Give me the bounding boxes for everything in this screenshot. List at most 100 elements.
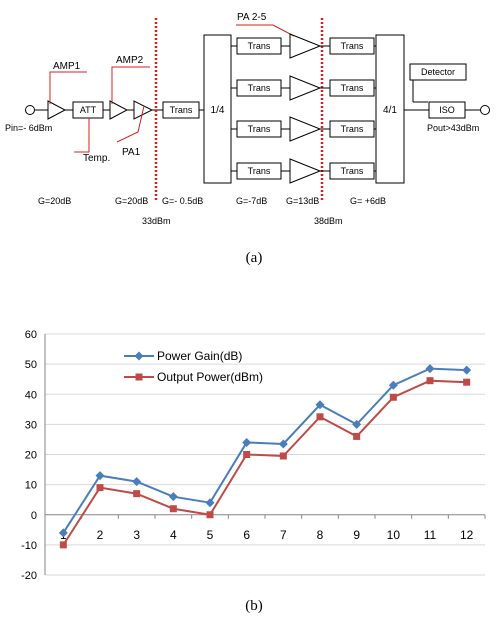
x-tick-label: 12 <box>460 528 474 542</box>
y-tick-label: 50 <box>25 359 37 371</box>
series-line-2 <box>62 379 467 546</box>
level-label-33dbm: 33dBm <box>142 216 171 226</box>
pa1-label: PA1 <box>122 147 141 158</box>
trans-label-pre-3: Trans <box>248 124 271 134</box>
series-2-point <box>206 511 214 519</box>
series-2-point <box>96 484 104 492</box>
legend-label-1: Power Gain(dB) <box>157 349 242 363</box>
series-2-point <box>243 451 251 458</box>
pa-triangle-3 <box>289 75 322 101</box>
series-2-point <box>279 452 287 460</box>
series-1-point <box>462 365 472 375</box>
trans-label-post-2: Trans <box>341 83 364 93</box>
x-tick-label: 7 <box>280 528 287 542</box>
series-2-point <box>426 377 434 385</box>
caption-b: (b) <box>245 598 263 614</box>
x-tick-label: 6 <box>243 528 250 542</box>
temp-label: Temp. <box>83 153 110 164</box>
pin-label: Pin=- 6dBm <box>5 123 52 133</box>
trans-label-post-4: Trans <box>341 166 364 176</box>
output-port <box>480 105 490 115</box>
series-2-point <box>353 432 361 440</box>
amp1-triangle <box>47 100 67 120</box>
amp2-label: AMP2 <box>116 55 144 66</box>
series-1-point <box>205 498 215 508</box>
x-tick-label: 11 <box>424 528 437 542</box>
series-1-point <box>168 492 178 502</box>
y-tick-label: -10 <box>21 540 37 552</box>
trans-label-input: Trans <box>170 105 193 115</box>
amp1-pointer <box>49 71 87 104</box>
trans-label-pre-1: Trans <box>248 41 271 51</box>
trans-label-post-1: Trans <box>341 41 364 51</box>
y-tick-label: 10 <box>25 480 37 492</box>
gain-label-combiner: G= +6dB <box>350 196 386 206</box>
combiner-label: 4/1 <box>383 105 397 116</box>
gain-label-amp1: G=20dB <box>38 196 71 206</box>
pa25-pointer <box>236 24 295 37</box>
gain-label-pa1: G=20dB <box>115 196 148 206</box>
splitter-label: 1/4 <box>211 105 225 116</box>
series-1-point <box>242 437 252 447</box>
series-1-point <box>132 477 142 487</box>
x-tick-label: 8 <box>317 528 324 542</box>
iso-label: ISO <box>439 105 455 115</box>
legend-marker-2 <box>135 373 143 381</box>
series-2-point <box>169 505 177 513</box>
series-2-point <box>316 413 324 421</box>
pa25-label: PA 2-5 <box>237 12 267 23</box>
caption-a: (a) <box>246 250 263 266</box>
gain-label-pa25: G=13dB <box>286 196 319 206</box>
series-2-point <box>463 378 471 386</box>
series-1-point <box>278 439 288 449</box>
detector-label: Detector <box>421 67 455 77</box>
y-tick-label: -20 <box>21 570 37 582</box>
series-line-1 <box>62 367 467 534</box>
legend-marker-1 <box>134 351 144 361</box>
gain-label-trans: G=- 0.5dB <box>162 196 203 206</box>
x-tick-label: 5 <box>207 528 214 542</box>
series-1-point <box>388 380 398 390</box>
att-label: ATT <box>80 105 97 115</box>
pa-triangle-2 <box>289 33 322 59</box>
detector-box <box>409 63 467 81</box>
x-tick-label: 3 <box>133 528 140 542</box>
splitter-box <box>203 34 232 184</box>
pa-triangle-4 <box>289 116 322 142</box>
series-2-point <box>59 541 67 549</box>
temp-pointer <box>74 118 90 153</box>
x-tick-label: 9 <box>353 528 360 542</box>
y-tick-label: 30 <box>25 419 37 431</box>
series-1-point <box>95 471 105 481</box>
pa-triangle-5 <box>289 158 322 184</box>
trans-label-post-3: Trans <box>341 124 364 134</box>
level-label-38dbm: 38dBm <box>314 216 343 226</box>
combiner-box <box>375 34 405 184</box>
pa1-triangle <box>133 100 154 120</box>
series-1-point <box>425 364 435 374</box>
series-1-point <box>315 400 325 410</box>
x-tick-label: 10 <box>387 528 401 542</box>
trans-label-pre-2: Trans <box>248 83 271 93</box>
y-tick-label: 60 <box>25 329 37 341</box>
amp2-pointer <box>111 66 150 104</box>
x-tick-label: 4 <box>170 528 177 542</box>
gain-label-splitter: G=-7dB <box>236 196 267 206</box>
x-tick-label: 2 <box>97 528 104 542</box>
pa1-pointer <box>116 105 145 143</box>
trans-label-pre-4: Trans <box>248 166 271 176</box>
y-tick-label: 20 <box>25 450 37 462</box>
input-port <box>25 105 35 115</box>
amp2-triangle <box>109 100 129 120</box>
series-2-point <box>389 393 397 401</box>
legend-label-2: Output Power(dBm) <box>157 370 263 384</box>
y-tick-label: 0 <box>31 510 37 522</box>
series-1-point <box>352 419 362 429</box>
pout-label: Pout>43dBm <box>427 123 479 133</box>
series-2-point <box>133 490 141 498</box>
amp1-label: AMP1 <box>53 61 81 72</box>
y-tick-label: 40 <box>25 389 37 401</box>
series-1-point <box>58 528 68 538</box>
